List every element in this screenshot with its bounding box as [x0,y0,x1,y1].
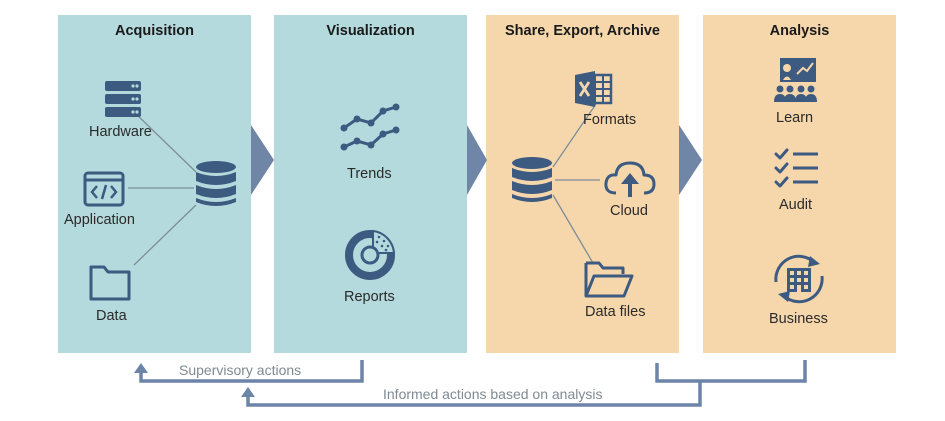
panel-title: Share, Export, Archive [505,23,660,39]
item-label-reports: Reports [344,289,395,305]
item-label-business: Business [769,311,828,327]
server-icon [105,81,141,117]
presentation-icon [774,58,817,102]
supervisory-arrow-line [139,360,364,383]
database-icon [512,157,552,202]
connector-line [552,103,597,168]
trend-lines-icon [340,103,400,151]
informed-arrow-line [246,381,702,407]
item-label-cloud: Cloud [610,203,648,219]
flow-chevron [467,125,487,195]
cloud-upload-icon [604,161,656,197]
supervisory-arrowhead [134,363,148,373]
flow-chevron [679,125,702,195]
analysis-bracket-line [655,360,807,383]
panel-title: Visualization [326,23,415,39]
building-cycle-icon [774,254,824,304]
folder-icon [89,265,131,301]
checklist-icon [774,148,818,188]
code-window-icon [83,171,125,207]
item-label-hardware: Hardware [89,124,152,140]
connector-line [133,111,197,173]
open-folder-icon [584,261,634,298]
informed-actions-label: Informed actions based on analysis [383,386,603,402]
database-icon [196,161,236,206]
item-label-trends: Trends [347,166,392,182]
excel-icon [575,71,613,107]
connector-line [133,204,197,266]
item-label-data-files: Data files [585,304,646,320]
panel-title: Acquisition [115,23,194,39]
item-label-application: Application [64,212,135,228]
panel-title: Analysis [769,23,830,39]
flow-chevron [251,125,274,195]
item-label-audit: Audit [779,197,813,213]
panel-visualization: Visualization [274,15,467,353]
donut-chart-icon [345,229,396,280]
supervisory-actions-label: Supervisory actions [179,362,302,378]
item-label-learn: Learn [776,110,814,126]
item-label-data: Data [96,308,127,324]
informed-arrowhead [241,387,255,397]
connector-line [552,194,594,264]
item-label-formats: Formats [583,112,637,128]
